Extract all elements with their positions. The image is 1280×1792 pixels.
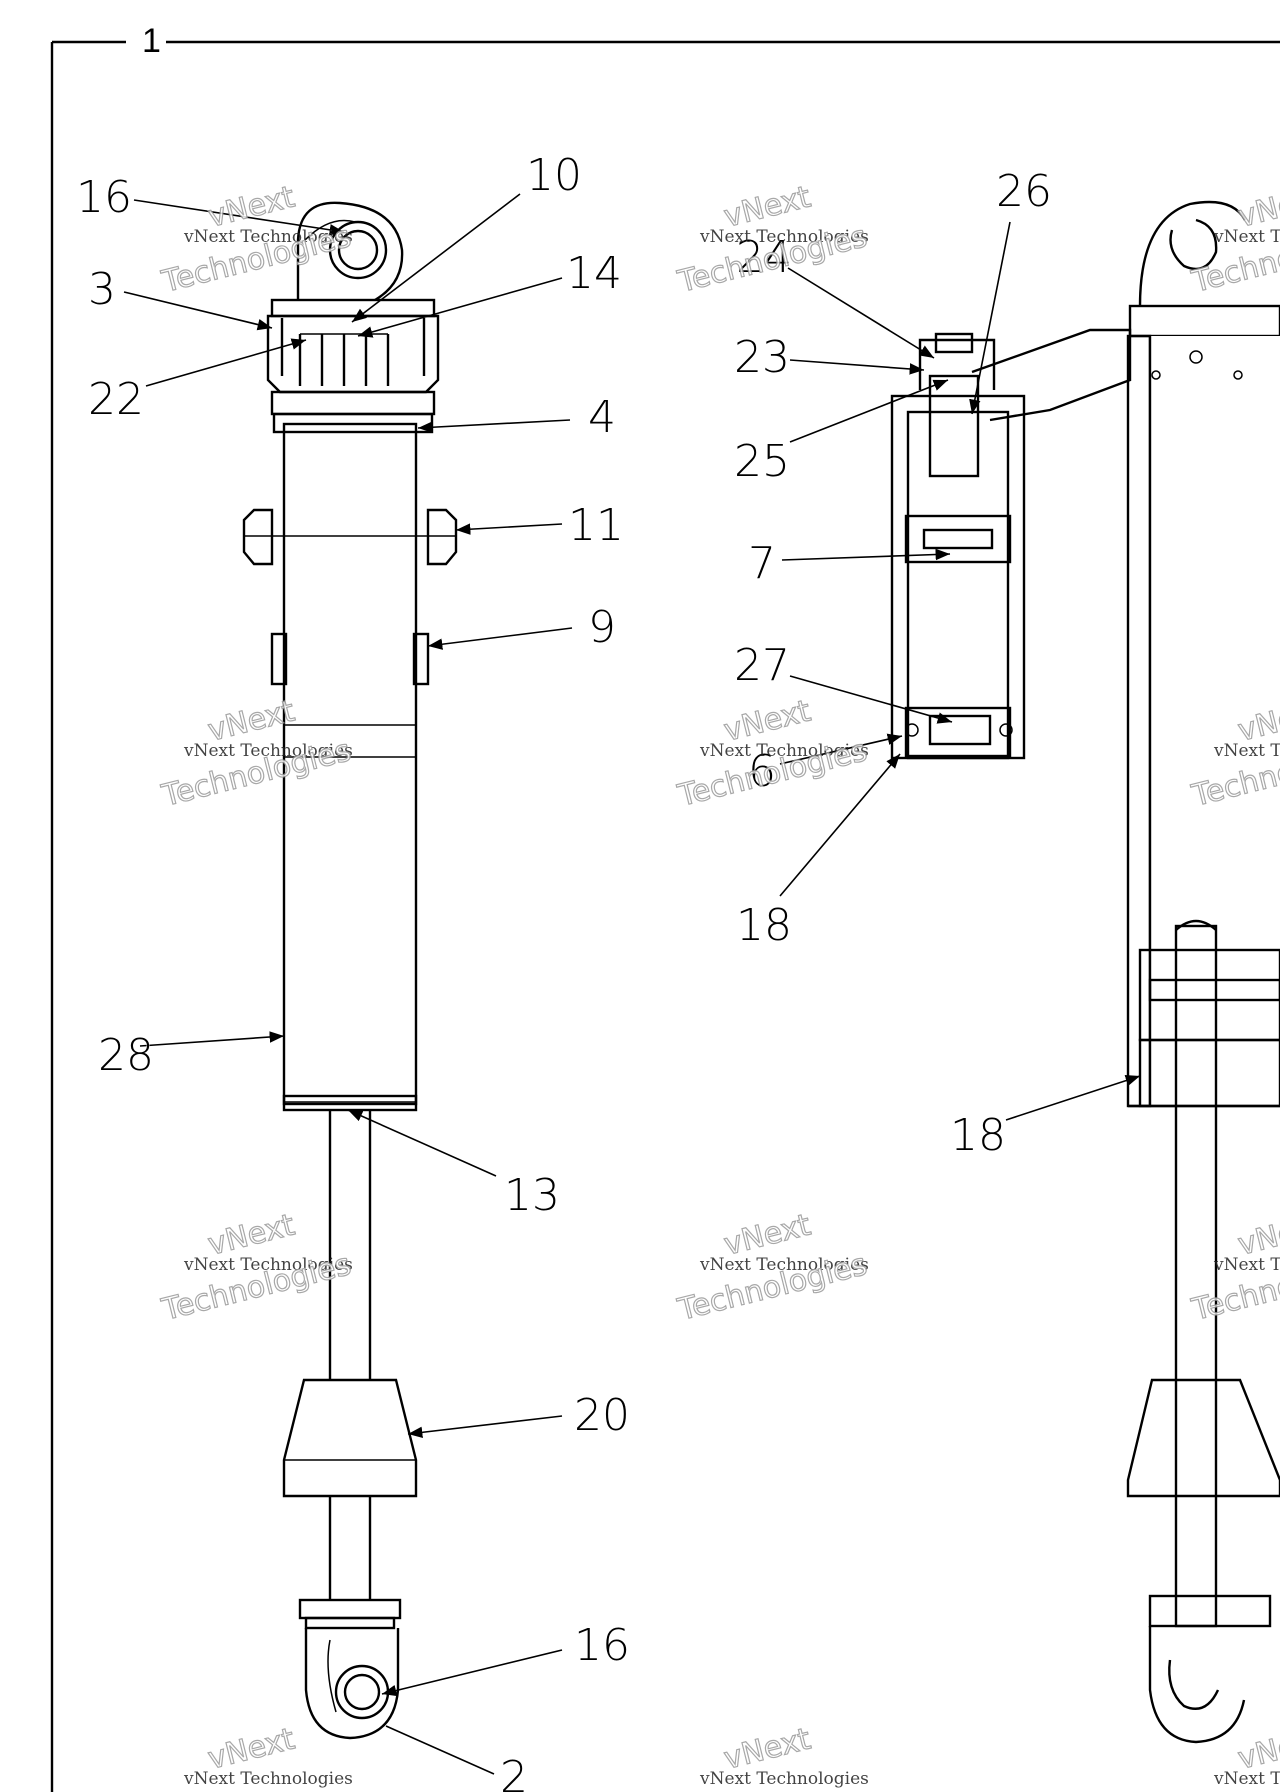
- callout-13: 13: [504, 1170, 560, 1221]
- svg-text:vNext Technologies: vNext Technologies: [183, 741, 353, 761]
- callout-3: 3: [88, 264, 116, 315]
- svg-text:vNext Technologies: vNext Technologies: [699, 1255, 869, 1275]
- callout-20: 20: [574, 1390, 630, 1441]
- shock-section-view: [890, 200, 1280, 1744]
- callout-2: 2: [500, 1752, 528, 1792]
- watermark-7: vNext vNext Technologies Technologies: [157, 1207, 355, 1329]
- callout-14: 14: [566, 248, 622, 299]
- watermark-11: vNext vNext Technologies: [699, 1721, 869, 1789]
- svg-text:vNext Technologies: vNext Technologies: [183, 1769, 353, 1789]
- callout-28: 28: [98, 1030, 154, 1081]
- bottom-eyelet: [298, 1598, 402, 1740]
- watermark-1: vNext vNext Technologies Technologies: [157, 179, 355, 301]
- svg-text:vNext Technologies: vNext Technologies: [1213, 741, 1280, 761]
- shock-exterior-view: [242, 201, 458, 1740]
- top-eyelet: [296, 201, 404, 302]
- callout-25: 25: [734, 436, 790, 487]
- watermark-12: vNext vNext Technologies: [1213, 1721, 1280, 1789]
- callout-labels: 16 10 3 14 22 4 11 9 28 13 20 16 2 26 24…: [76, 150, 1053, 1792]
- svg-text:vNext Technologies: vNext Technologies: [699, 227, 869, 247]
- callout-11: 11: [568, 500, 624, 551]
- svg-text:vNext Technologies: vNext Technologies: [699, 1769, 869, 1789]
- callout-10: 10: [526, 150, 582, 201]
- reservoir-bridge: [971, 328, 1132, 422]
- callout-27: 27: [734, 640, 790, 691]
- callout-23: 23: [734, 332, 790, 383]
- callout-24: 24: [736, 232, 792, 283]
- callout-9: 9: [588, 602, 616, 653]
- svg-text:vNext Technologies: vNext Technologies: [183, 227, 353, 247]
- callout-18-reservoir: 18: [736, 900, 792, 951]
- frame-border: [50, 40, 1280, 1792]
- callout-6: 6: [748, 746, 776, 797]
- svg-text:vNext Technologies: vNext Technologies: [1213, 1255, 1280, 1275]
- watermark-4: vNext vNext Technologies Technologies: [157, 693, 355, 815]
- watermark-3: vNext vNext Technologies Technologies: [1187, 179, 1280, 301]
- watermark-8: vNext vNext Technologies Technologies: [673, 1207, 871, 1329]
- callout-7: 7: [748, 538, 776, 589]
- callout-22: 22: [88, 374, 144, 425]
- main-cylinder: [1126, 200, 1280, 1744]
- reservoir: [890, 332, 1026, 760]
- callout-4: 4: [588, 392, 616, 443]
- callout-26: 26: [996, 166, 1052, 217]
- shock-shaft: [282, 1110, 418, 1600]
- figure-number: 1: [136, 22, 167, 61]
- svg-text:vNext Technologies: vNext Technologies: [183, 1255, 353, 1275]
- svg-text:vNext Technologies: vNext Technologies: [1213, 227, 1280, 247]
- shock-body: [242, 422, 458, 1112]
- watermark-9: vNext vNext Technologies Technologies: [1187, 1207, 1280, 1329]
- svg-text:vNext Technologies: vNext Technologies: [1213, 1769, 1280, 1789]
- svg-text:vNext Technologies: vNext Technologies: [699, 741, 869, 761]
- callout-16-bottom: 16: [574, 1620, 630, 1671]
- leader-lines: [123, 193, 1141, 1775]
- callout-16-top: 16: [76, 172, 132, 223]
- watermarks: vNext vNext Technologies Technologies vN…: [157, 179, 1280, 1789]
- callout-18-piston: 18: [950, 1110, 1006, 1161]
